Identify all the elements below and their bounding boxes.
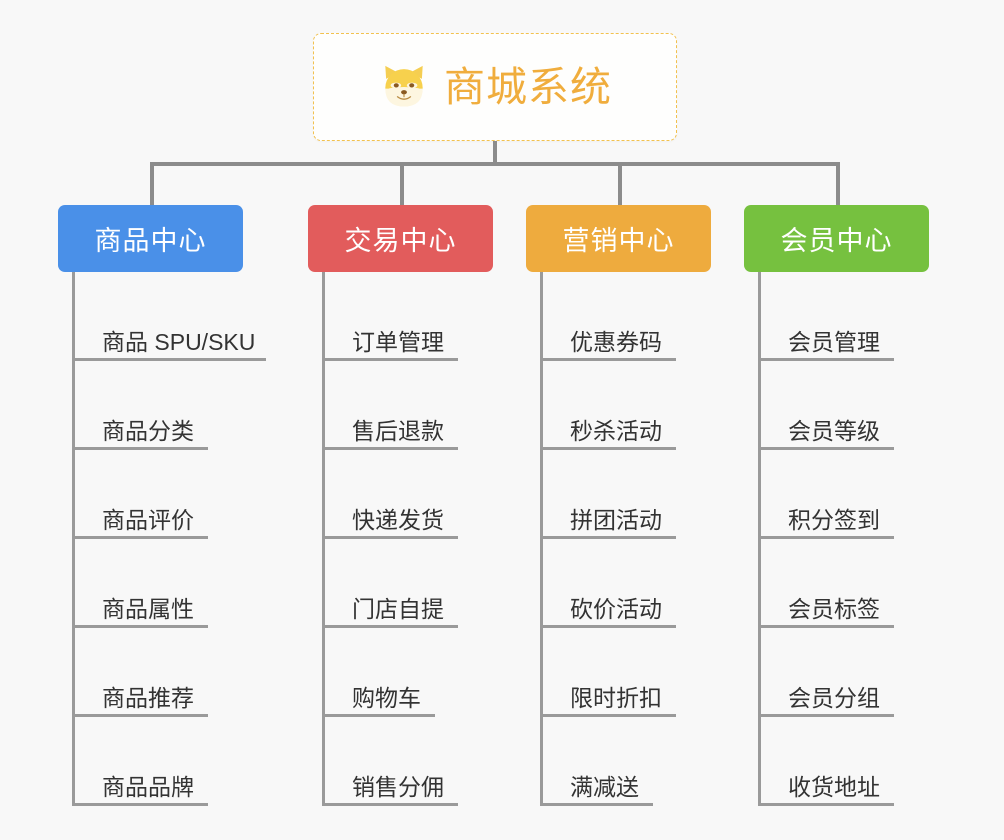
leaf-item[interactable]: 售后退款 [322,361,458,450]
leaf-item[interactable]: 满减送 [540,717,653,806]
leaf-label: 销售分佣 [352,773,444,800]
leaf-underline [72,447,208,450]
leaf-label: 秒杀活动 [570,417,662,444]
leaf-label: 拼团活动 [570,506,662,533]
leaf-underline [540,447,676,450]
leaf-underline [540,803,653,806]
leaf-spine-1 [72,272,75,806]
leaf-spine-4 [758,272,761,806]
leaf-item[interactable]: 积分签到 [758,450,894,539]
root-node[interactable]: 商城系统 [313,33,677,141]
leaf-item[interactable]: 收货地址 [758,717,894,806]
connector-drop-1 [150,162,154,206]
leaf-label: 积分签到 [788,506,880,533]
leaf-item[interactable]: 商品属性 [72,539,208,628]
leaf-underline [758,358,894,361]
leaf-label: 满减送 [570,773,639,800]
leaf-label: 订单管理 [352,328,444,355]
leaf-item[interactable]: 会员管理 [758,272,894,361]
leaf-underline [322,536,458,539]
leaf-label: 商品分类 [102,417,194,444]
leaf-item[interactable]: 商品推荐 [72,628,208,717]
leaf-label: 会员等级 [788,417,880,444]
leaf-item[interactable]: 商品分类 [72,361,208,450]
leaf-underline [758,536,894,539]
category-title-3: 营销中心 [562,226,675,256]
leaf-underline [540,625,676,628]
leaf-underline [322,803,458,806]
leaf-item[interactable]: 会员标签 [758,539,894,628]
leaf-label: 快递发货 [352,506,444,533]
category-box-1[interactable]: 商品中心 [58,205,243,272]
leaf-underline [322,358,458,361]
leaf-underline [758,447,894,450]
leaf-item[interactable]: 商品 SPU/SKU [72,272,266,361]
leaf-label: 商品属性 [102,595,194,622]
connector-drop-3 [618,162,622,206]
leaf-label: 砍价活动 [570,595,662,622]
connector-trunk [493,141,497,165]
leaf-label: 商品推荐 [102,684,194,711]
leaf-item[interactable]: 会员等级 [758,361,894,450]
leaf-underline [758,625,894,628]
leaf-underline [72,714,208,717]
leaf-underline [540,714,676,717]
leaf-item[interactable]: 优惠券码 [540,272,676,361]
category-box-3[interactable]: 营销中心 [526,205,711,272]
category-title-2: 交易中心 [344,226,457,256]
leaf-underline [322,625,458,628]
root-title: 商城系统 [444,63,612,110]
category-box-4[interactable]: 会员中心 [744,205,929,272]
leaf-item[interactable]: 限时折扣 [540,628,676,717]
shiba-dog-face-icon [385,65,423,107]
leaf-item[interactable]: 会员分组 [758,628,894,717]
category-title-1: 商品中心 [94,226,207,256]
leaf-item[interactable]: 商品评价 [72,450,208,539]
leaf-underline [758,803,894,806]
leaf-label: 会员管理 [788,328,880,355]
connector-bus [150,162,840,166]
leaf-underline [72,536,208,539]
leaf-underline [322,714,435,717]
leaf-label: 会员分组 [788,684,880,711]
leaf-item[interactable]: 门店自提 [322,539,458,628]
leaf-item[interactable]: 快递发货 [322,450,458,539]
leaf-underline [322,447,458,450]
leaf-item[interactable]: 秒杀活动 [540,361,676,450]
leaf-item[interactable]: 购物车 [322,628,435,717]
leaf-label: 收货地址 [788,773,880,800]
leaf-underline [540,358,676,361]
leaf-item[interactable]: 砍价活动 [540,539,676,628]
connector-drop-4 [836,162,840,206]
leaf-spine-2 [322,272,325,806]
leaf-spine-3 [540,272,543,806]
leaf-item[interactable]: 销售分佣 [322,717,458,806]
leaf-underline [72,803,208,806]
leaf-label: 优惠券码 [570,328,662,355]
leaf-underline [540,536,676,539]
leaf-item[interactable]: 拼团活动 [540,450,676,539]
leaf-label: 会员标签 [788,595,880,622]
leaf-underline [758,714,894,717]
leaf-item[interactable]: 商品品牌 [72,717,208,806]
category-title-4: 会员中心 [780,226,893,256]
leaf-label: 商品 SPU/SKU [102,328,256,355]
category-box-2[interactable]: 交易中心 [308,205,493,272]
leaf-underline [72,358,266,361]
leaf-label: 购物车 [352,684,421,711]
leaf-label: 商品评价 [102,506,194,533]
leaf-label: 售后退款 [352,417,444,444]
leaf-underline [72,625,208,628]
leaf-item[interactable]: 订单管理 [322,272,458,361]
leaf-label: 商品品牌 [102,773,194,800]
connector-drop-2 [400,162,404,206]
leaf-label: 门店自提 [352,595,444,622]
leaf-label: 限时折扣 [570,684,662,711]
